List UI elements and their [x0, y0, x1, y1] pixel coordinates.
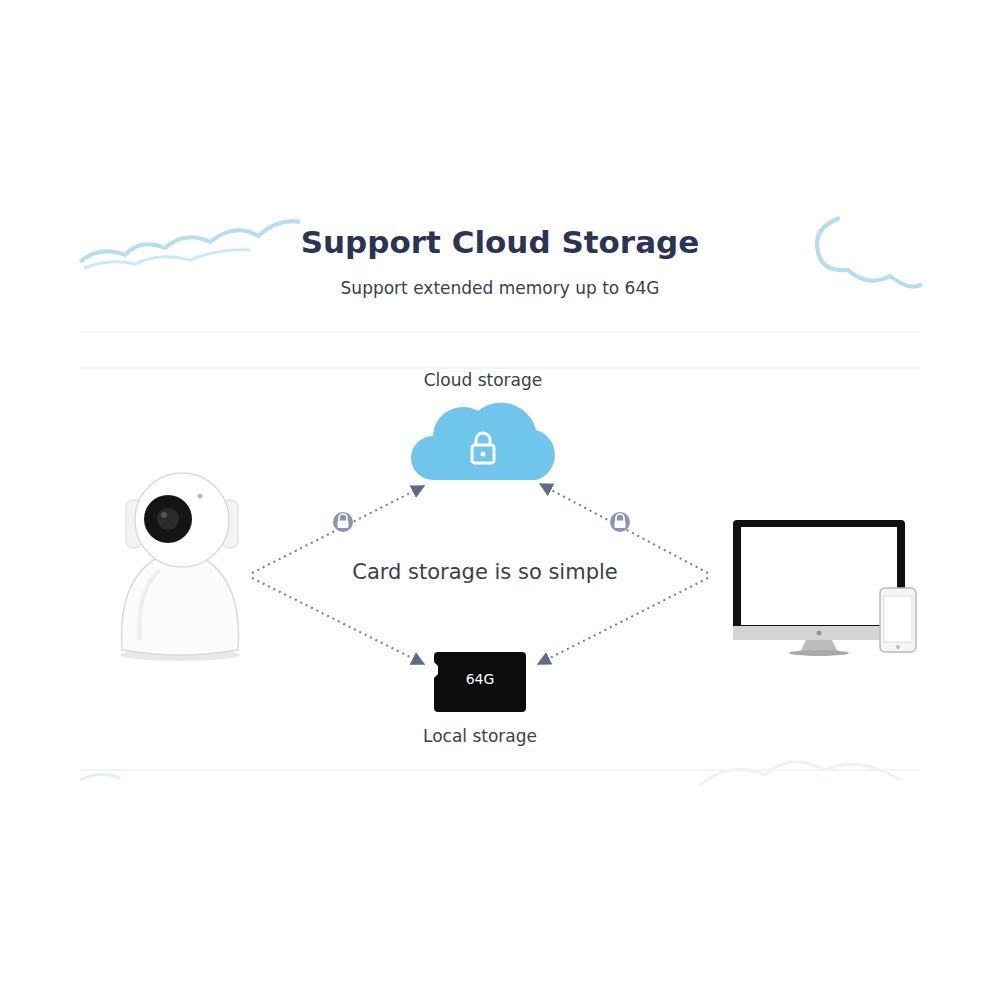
band-line — [80, 769, 920, 771]
monitor — [733, 520, 905, 656]
deco-cloud — [817, 218, 922, 287]
cloud-storage: Cloud storage — [398, 370, 568, 482]
node-heading: Cloud storage — [398, 370, 568, 390]
title: Support Cloud Storage — [0, 224, 1000, 260]
lock-badge — [610, 512, 630, 532]
lock-badge — [333, 512, 353, 532]
card-capacity: 64G — [418, 671, 542, 687]
band-line — [80, 331, 920, 333]
deco-cloud — [80, 221, 300, 262]
cloud-shape — [408, 400, 558, 482]
band-line — [80, 367, 920, 369]
deco-cloud — [84, 250, 250, 268]
dotted-links — [252, 484, 708, 664]
node-heading: Local storage — [418, 726, 542, 746]
subtitle: Support extended memory up to 64G — [0, 278, 1000, 298]
sd-card: 64G Local storage — [418, 650, 542, 750]
phone — [880, 588, 916, 652]
camera — [120, 473, 240, 661]
center-label: Card storage is so simple — [335, 560, 635, 584]
deco-cloud — [700, 762, 900, 785]
deco-cloud — [80, 774, 120, 780]
